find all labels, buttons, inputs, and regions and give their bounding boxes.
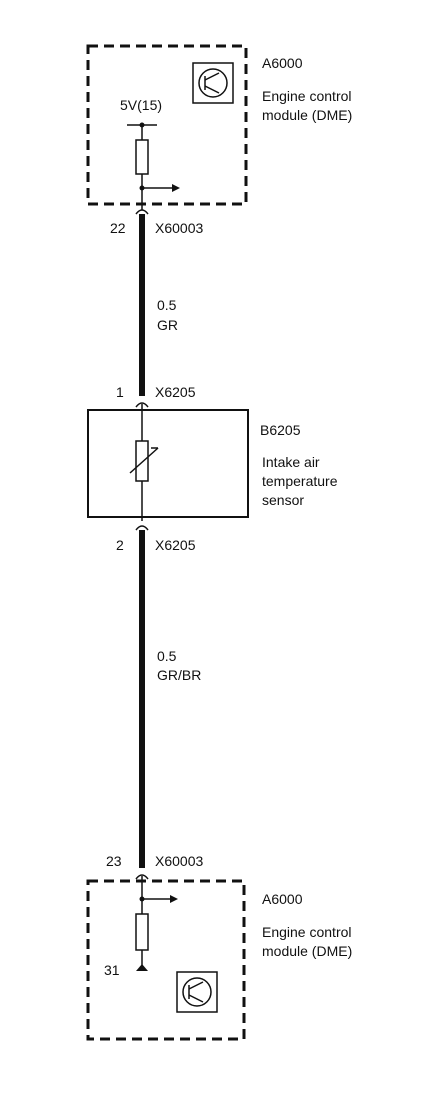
sensor-pin-1-icon bbox=[135, 402, 149, 408]
bottom-connector-pin-icon bbox=[135, 874, 149, 880]
sensor-desc-line1: Intake air bbox=[262, 454, 320, 470]
sensor-id: B6205 bbox=[260, 422, 301, 438]
top-connector-pin: 22 bbox=[110, 220, 126, 236]
sensor-desc-line2: temperature bbox=[262, 473, 338, 489]
sensor-pin-2-number: 2 bbox=[116, 537, 124, 553]
top-module-supply-label: 5V(15) bbox=[120, 97, 162, 113]
top-pullup-resistor-icon bbox=[135, 139, 149, 175]
bottom-module-transistor-icon bbox=[176, 971, 218, 1013]
top-connector: 22 X60003 bbox=[110, 200, 203, 236]
sensor: B6205 Intake air temperature sensor bbox=[87, 409, 338, 521]
sensor-pin-1-name: X6205 bbox=[155, 384, 196, 400]
top-connector-name: X60003 bbox=[155, 220, 203, 236]
wire-2: 0.5 GR/BR bbox=[139, 530, 201, 868]
bottom-module-desc-line1: Engine control bbox=[262, 924, 352, 940]
wire-1-size: 0.5 bbox=[157, 297, 177, 313]
sensor-variable-resistor-icon bbox=[129, 440, 159, 482]
bottom-module-ground-label: 31 bbox=[104, 962, 120, 978]
wire-2-color: GR/BR bbox=[157, 667, 201, 683]
bottom-module-id: A6000 bbox=[262, 891, 303, 907]
wire-1: 0.5 GR bbox=[139, 214, 178, 396]
top-module-desc-line2: module (DME) bbox=[262, 107, 352, 123]
bottom-connector: 23 X60003 bbox=[106, 853, 203, 914]
bottom-resistor-icon bbox=[135, 913, 149, 951]
top-module-desc-line1: Engine control bbox=[262, 88, 352, 104]
bottom-module-dashed-box bbox=[86, 879, 246, 1041]
top-connector-pin-icon bbox=[135, 209, 149, 215]
top-module-dashed-box bbox=[86, 44, 248, 206]
bottom-connector-pin: 23 bbox=[106, 853, 122, 869]
top-module-id: A6000 bbox=[262, 55, 303, 71]
sensor-pin-1: 1 X6205 bbox=[116, 384, 196, 441]
top-module-transistor-icon bbox=[192, 62, 234, 104]
bottom-module-desc-line2: module (DME) bbox=[262, 943, 352, 959]
ground-icon bbox=[136, 964, 148, 971]
sensor-pin-2: 2 X6205 bbox=[116, 525, 196, 553]
bottom-module: 31 A6000 Engine control module (DME) bbox=[86, 879, 352, 1041]
sensor-desc-line3: sensor bbox=[262, 492, 304, 508]
top-module: 5V(15) A6000 Engine control module (DME) bbox=[86, 44, 352, 206]
sensor-box bbox=[87, 409, 249, 518]
wire-1-color: GR bbox=[157, 317, 178, 333]
sensor-pin-1-number: 1 bbox=[116, 384, 124, 400]
bottom-connector-name: X60003 bbox=[155, 853, 203, 869]
sensor-pin-2-icon bbox=[135, 525, 149, 531]
wire-2-size: 0.5 bbox=[157, 648, 177, 664]
sensor-pin-2-name: X6205 bbox=[155, 537, 196, 553]
